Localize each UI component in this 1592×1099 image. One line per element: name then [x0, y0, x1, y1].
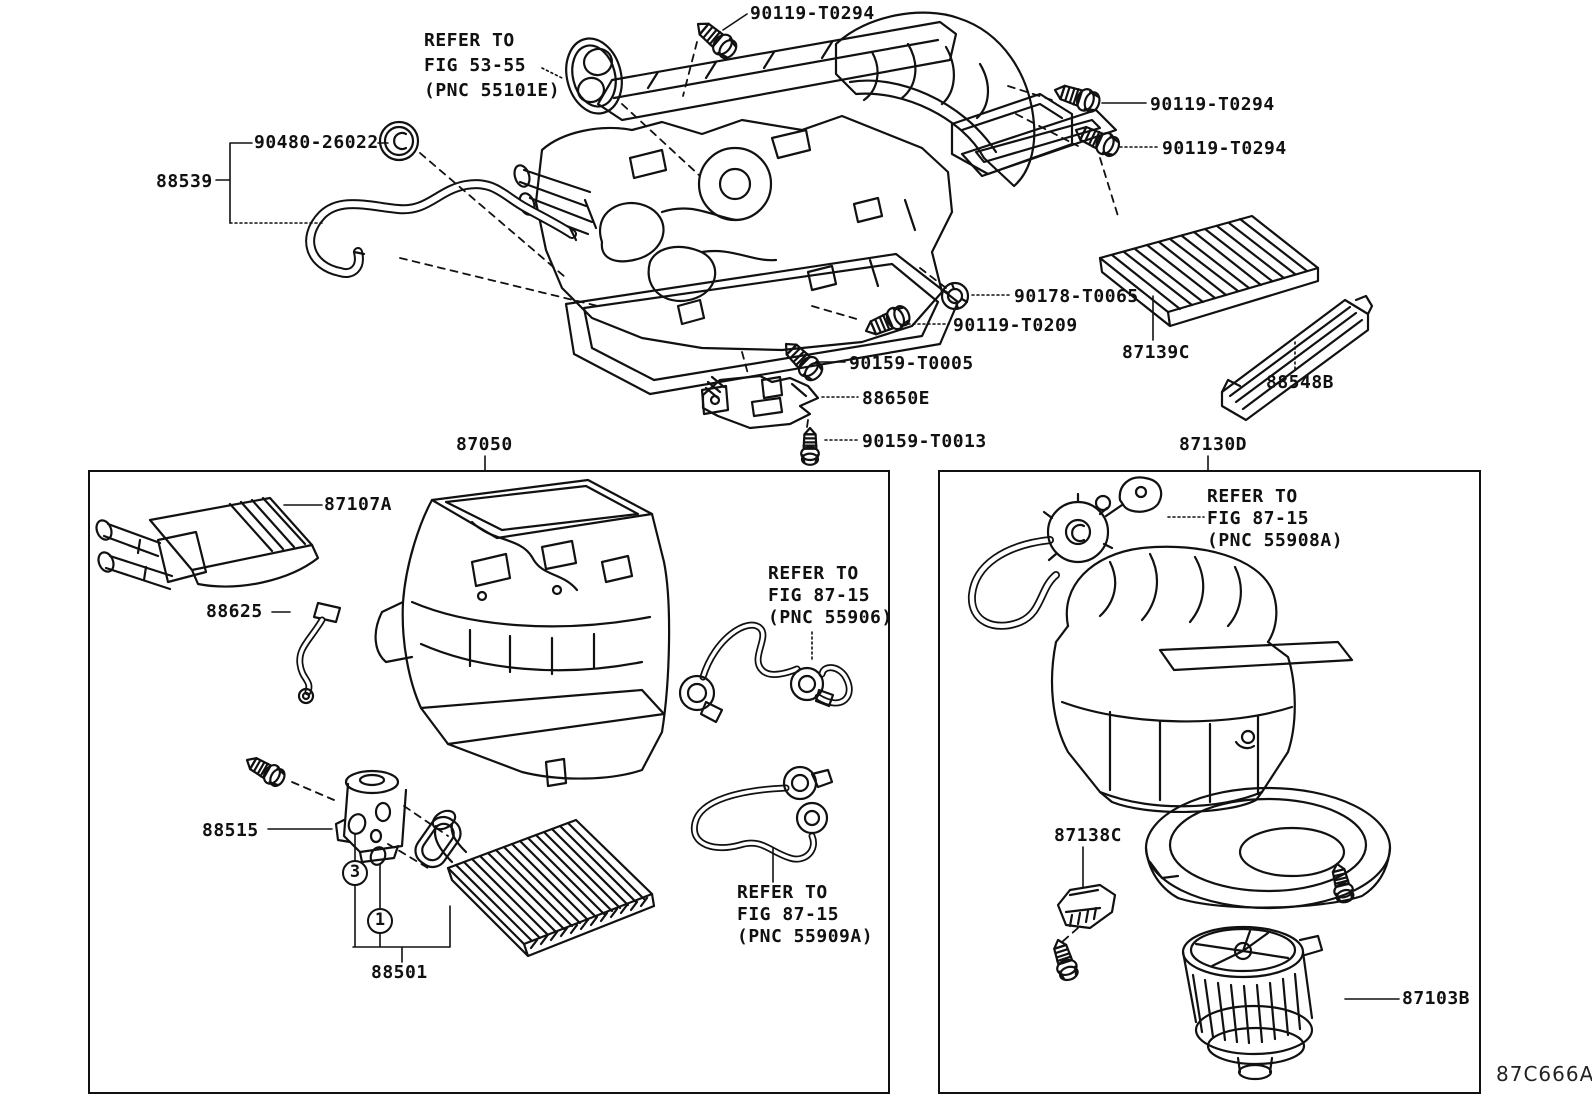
blower-case-drawing — [1052, 547, 1352, 812]
evaporator-drawing — [430, 807, 654, 956]
part-label-grommet: 90480-26022 — [254, 132, 379, 153]
part-label-bolt-right-lower: 90119-T0294 — [1162, 138, 1287, 159]
round-grommet-drawing — [380, 122, 418, 160]
part-label-nut: 90178-T0065 — [1014, 286, 1139, 307]
part-label-evaporator: 88501 — [371, 962, 428, 983]
refer-note-pnc-55909a: REFER TO FIG 87-15 (PNC 55909A) — [737, 882, 873, 948]
part-label-screw-side: 90119-T0209 — [953, 315, 1078, 336]
part-label-right-unit: 87130D — [1179, 434, 1248, 455]
refer-note-pnc-55908a: REFER TO FIG 87-15 (PNC 55908A) — [1207, 486, 1343, 552]
refer-note-line: (PNC 55908A) — [1207, 530, 1344, 551]
part-label-screw-front: 90159-T0005 — [849, 353, 974, 374]
leader-lines — [216, 14, 1399, 999]
blower-resistor-drawing — [1047, 885, 1115, 984]
callout-marker-3: 3 — [342, 860, 368, 886]
heater-core-drawing — [94, 498, 318, 589]
part-label-left-unit: 87050 — [456, 434, 513, 455]
part-label-blower-motor: 87103B — [1402, 988, 1471, 1009]
refer-note-fig-53-55: REFER TO FIG 53-55 (PNC 55101E) — [424, 28, 560, 103]
left-assembly-box — [88, 470, 890, 1094]
callout-marker-1: 1 — [367, 908, 393, 934]
part-label-hose: 88539 — [156, 171, 213, 192]
part-label-expansion-valve: 88515 — [202, 820, 259, 841]
refer-note-line: FIG 87-15 — [768, 585, 871, 606]
refer-note-line: REFER TO — [737, 882, 828, 903]
part-label-filter-cover: 88548B — [1266, 372, 1335, 393]
expansion-valve-drawing — [241, 750, 466, 872]
figure-code: 87C666A — [1496, 1062, 1592, 1086]
water-hose-drawing — [310, 184, 576, 273]
part-label-amplifier-screw: 90159-T0013 — [862, 431, 987, 452]
blower-housing-drawing — [1146, 788, 1390, 908]
refer-note-line: (PNC 55909A) — [737, 926, 874, 947]
air-filter-drawing — [1100, 216, 1318, 326]
oval-grommet-drawing — [559, 33, 630, 120]
cooler-case-drawing — [376, 480, 669, 786]
nut-icon — [942, 283, 968, 309]
part-label-bolt-top: 90119-T0294 — [750, 3, 875, 24]
part-label-amplifier: 88650E — [862, 388, 931, 409]
refer-note-pnc-55906: REFER TO FIG 87-15 (PNC 55906) — [768, 563, 893, 629]
part-label-bolt-right-upper: 90119-T0294 — [1150, 94, 1275, 115]
filter-cover-drawing — [1222, 296, 1372, 420]
refer-note-line: (PNC 55906) — [768, 607, 893, 628]
wire-harness-upper-drawing — [680, 625, 849, 722]
servo-motor-drawing — [972, 477, 1161, 625]
refer-note-line: REFER TO — [424, 30, 515, 51]
part-label-air-filter: 87139C — [1122, 342, 1191, 363]
part-label-blower-resistor: 87138C — [1054, 825, 1123, 846]
refer-note-line: (PNC 55101E) — [424, 80, 561, 101]
refer-note-line: REFER TO — [1207, 486, 1298, 507]
wire-harness-lower-drawing — [694, 767, 832, 859]
right-assembly-box — [938, 470, 1481, 1094]
refer-note-line: FIG 87-15 — [1207, 508, 1310, 529]
assembly-dashed-lines — [292, 42, 1118, 942]
thermistor-drawing — [299, 603, 340, 703]
blower-fan-drawing — [1183, 927, 1322, 1079]
refer-note-line: REFER TO — [768, 563, 859, 584]
part-label-heater-core: 87107A — [324, 494, 393, 515]
hvac-unit-assembly-drawing — [512, 13, 1116, 414]
part-label-thermistor: 88625 — [206, 601, 263, 622]
refer-note-line: FIG 87-15 — [737, 904, 840, 925]
amplifier-drawing — [703, 376, 818, 428]
refer-note-line: FIG 53-55 — [424, 55, 527, 76]
